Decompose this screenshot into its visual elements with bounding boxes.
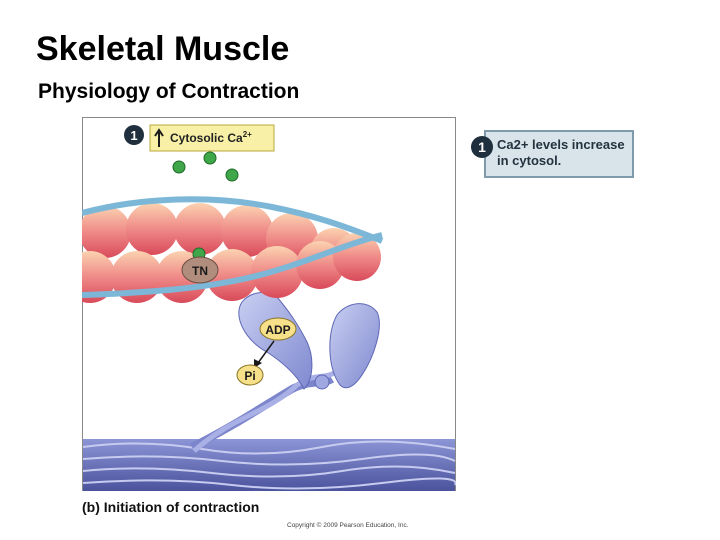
cytosolic-label: Cytosolic Ca2+ <box>170 130 252 145</box>
calcium-ions <box>172 151 239 261</box>
step-description-box <box>484 130 634 178</box>
adp-label: ADP <box>265 323 290 337</box>
panel-step-number: 1 <box>130 128 137 143</box>
troponin <box>181 256 219 284</box>
thick-filament <box>82 439 456 491</box>
pi-label: Pi <box>244 369 255 383</box>
figure-caption: (b) Initiation of contraction <box>82 499 260 515</box>
cytosolic-label-box <box>149 124 275 152</box>
adp-bubble <box>259 317 297 341</box>
tropomyosin-strand <box>82 196 384 244</box>
tropomyosin-strand-lower <box>82 232 383 298</box>
up-arrow-icon <box>154 128 164 147</box>
adp-arrow <box>257 340 275 364</box>
contraction-figure: TN ADP Pi 1 Cytosolic Ca2+ <box>82 117 456 491</box>
pi-bubble <box>236 364 264 386</box>
actin-filament <box>82 203 381 303</box>
panel-step-badge <box>124 125 144 145</box>
step-line-2: in cytosol. <box>497 153 562 168</box>
slide-subtitle: Physiology of Contraction <box>38 80 300 103</box>
step-description: Ca2+ levels increase in cytosol. <box>497 137 637 169</box>
tn-label: TN <box>192 264 208 278</box>
step-number-badge: 1 <box>471 136 493 158</box>
slide-title: Skeletal Muscle <box>36 30 290 68</box>
step-line-1: Ca2+ levels increase <box>497 137 625 152</box>
myosin-neck-knot <box>314 374 330 390</box>
myosin-head-free <box>329 303 380 389</box>
copyright-text: Copyright © 2009 Pearson Education, Inc. <box>287 522 409 529</box>
